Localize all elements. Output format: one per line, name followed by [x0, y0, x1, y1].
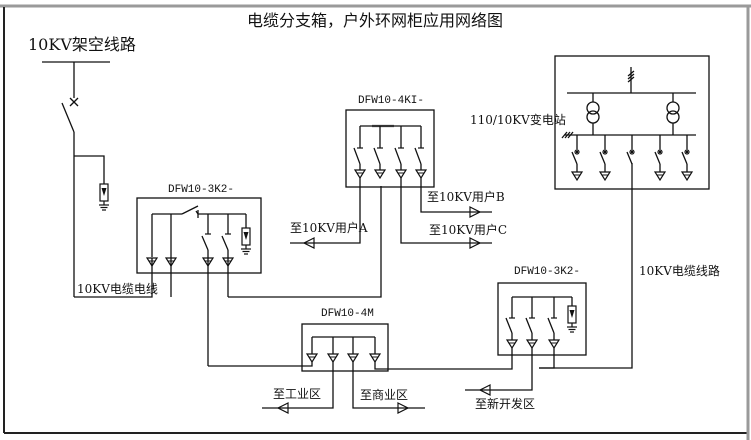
feeder-switch-icon [654, 151, 661, 165]
fuse-icon [601, 148, 609, 156]
user-c-label: 至10KV用户C [429, 222, 507, 237]
link-3k2-left-to-4m [208, 362, 313, 367]
feeder-switch-icon [373, 147, 381, 165]
fuse-icon [628, 148, 636, 156]
cable-wire-label: 10KV电缆电线 [77, 282, 158, 296]
feeder-switch-icon [525, 317, 533, 334]
transformer-icon [586, 101, 600, 115]
surge-arrester-icon [566, 305, 578, 333]
diagram-title: 电缆分支箱，户外环网柜应用网络图 [247, 11, 503, 30]
feeder-switch-icon [414, 147, 422, 165]
feeder-switch-icon [681, 151, 688, 165]
user-a-label: 至10KV用户A [290, 220, 368, 235]
line-industrial [262, 362, 334, 409]
substation: 110/10KV变电站 [470, 55, 710, 190]
user-b-label: 至10KV用户B [427, 189, 505, 204]
line-user-c [400, 178, 492, 244]
feeder-switch-icon [394, 147, 402, 165]
feeder-switch-icon [599, 151, 606, 165]
new-dev-label: 至新开发区 [475, 396, 535, 411]
bus-switch-icon [181, 205, 199, 215]
substation-label: 110/10KV变电站 [470, 112, 566, 127]
load-switch-icon [61, 102, 75, 133]
box-3k2-left: DFW10-3K2- [136, 184, 262, 366]
surge-arrester-icon [98, 183, 110, 211]
box-3k2-right-model: DFW10-3K2- [514, 266, 580, 278]
fuse-icon [573, 148, 581, 156]
box-4m: DFW10-4M [301, 308, 389, 372]
link-4m-to-3k2-right [388, 348, 513, 370]
cable-terminal-icon [571, 171, 583, 181]
line-commercial [352, 362, 425, 409]
box-4m-model: DFW10-4M [321, 308, 374, 320]
feeder-switch-icon [547, 317, 555, 334]
cable-terminal-icon [654, 171, 666, 181]
cable-feed-line [74, 258, 153, 298]
industrial-label: 至工业区 [273, 387, 321, 401]
feeder-switch-icon [201, 235, 209, 251]
cable-terminal-icon [681, 171, 693, 181]
overhead-line-label: 10KV架空线路 [28, 35, 136, 54]
box-3k2-right: DFW10-3K2- [497, 266, 587, 356]
line-user-b [420, 178, 492, 213]
feeder-switch-icon [571, 151, 578, 165]
cable-line-label: 10KV电缆线路 [639, 263, 720, 278]
cable-line-to-3k2-right [539, 163, 633, 369]
box-4ki: DFW10-4KI- [345, 95, 435, 188]
feeder-switch-icon [353, 147, 361, 165]
commercial-label: 至商业区 [360, 387, 408, 402]
box-4ki-model: DFW10-4KI- [358, 95, 424, 107]
surge-arrester-icon [240, 227, 252, 255]
box-3k2-left-model: DFW10-3K2- [168, 184, 234, 196]
cable-terminal-icon [599, 171, 611, 181]
feeder-switch-icon [505, 317, 513, 334]
overhead-line-feeder: 10KV架空线路 [28, 35, 136, 297]
line-new-dev [465, 348, 533, 391]
fuse-icon [656, 148, 664, 156]
link-3k2-to-4ki [228, 186, 382, 298]
feeder-switch-icon [221, 235, 229, 251]
fuse-icon [683, 148, 691, 156]
transformer-icon [666, 101, 680, 115]
feeder-switch-icon [626, 151, 633, 165]
line-user-a [290, 178, 361, 244]
